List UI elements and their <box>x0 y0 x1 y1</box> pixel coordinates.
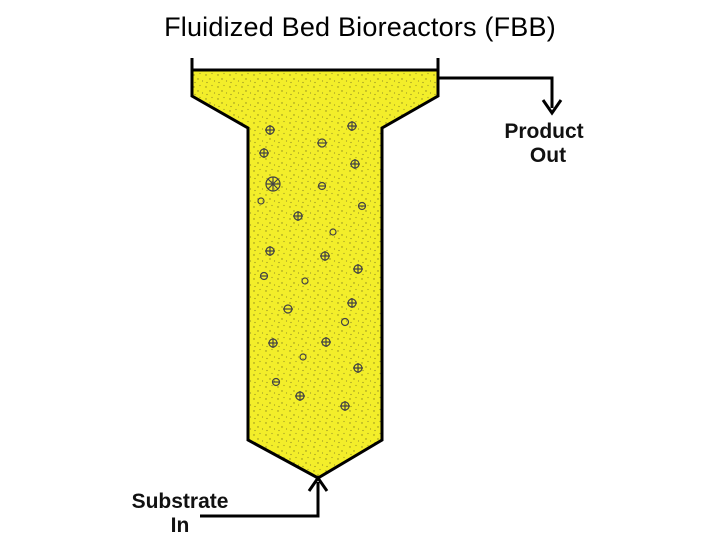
substrate-in-label-line2: In <box>171 514 190 537</box>
substrate-inlet-pipe <box>200 482 320 518</box>
reactor-vessel <box>190 68 440 480</box>
particle <box>299 353 307 361</box>
particle <box>347 298 357 308</box>
particle <box>357 201 367 211</box>
particle <box>295 391 305 401</box>
particle <box>259 148 269 158</box>
particle <box>265 176 281 192</box>
product-outlet-pipe <box>438 76 554 108</box>
particle <box>268 338 278 348</box>
particle <box>340 401 350 411</box>
particle <box>283 304 293 314</box>
product-out-arrow-icon <box>541 99 563 116</box>
particle <box>321 337 331 347</box>
particle <box>301 277 309 285</box>
particle <box>257 197 265 205</box>
product-out-label-line2: Out <box>530 144 566 167</box>
particle <box>265 125 275 135</box>
particle <box>353 363 363 373</box>
particle <box>259 271 269 281</box>
particle <box>317 138 327 148</box>
particles <box>257 121 367 411</box>
particle <box>320 251 330 261</box>
particle <box>329 228 337 236</box>
page-title: Fluidized Bed Bioreactors (FBB) <box>164 12 556 42</box>
substrate-in-label-line1: Substrate <box>132 490 229 513</box>
product-out-label-line1: Product <box>504 120 583 143</box>
particle <box>350 159 360 169</box>
particle <box>265 246 275 256</box>
particle <box>347 121 357 131</box>
substrate-in-arrow-icon <box>307 475 329 492</box>
particle <box>353 264 363 274</box>
particle <box>271 377 281 387</box>
particle <box>340 317 350 327</box>
particle <box>317 181 327 191</box>
particle <box>293 211 303 221</box>
